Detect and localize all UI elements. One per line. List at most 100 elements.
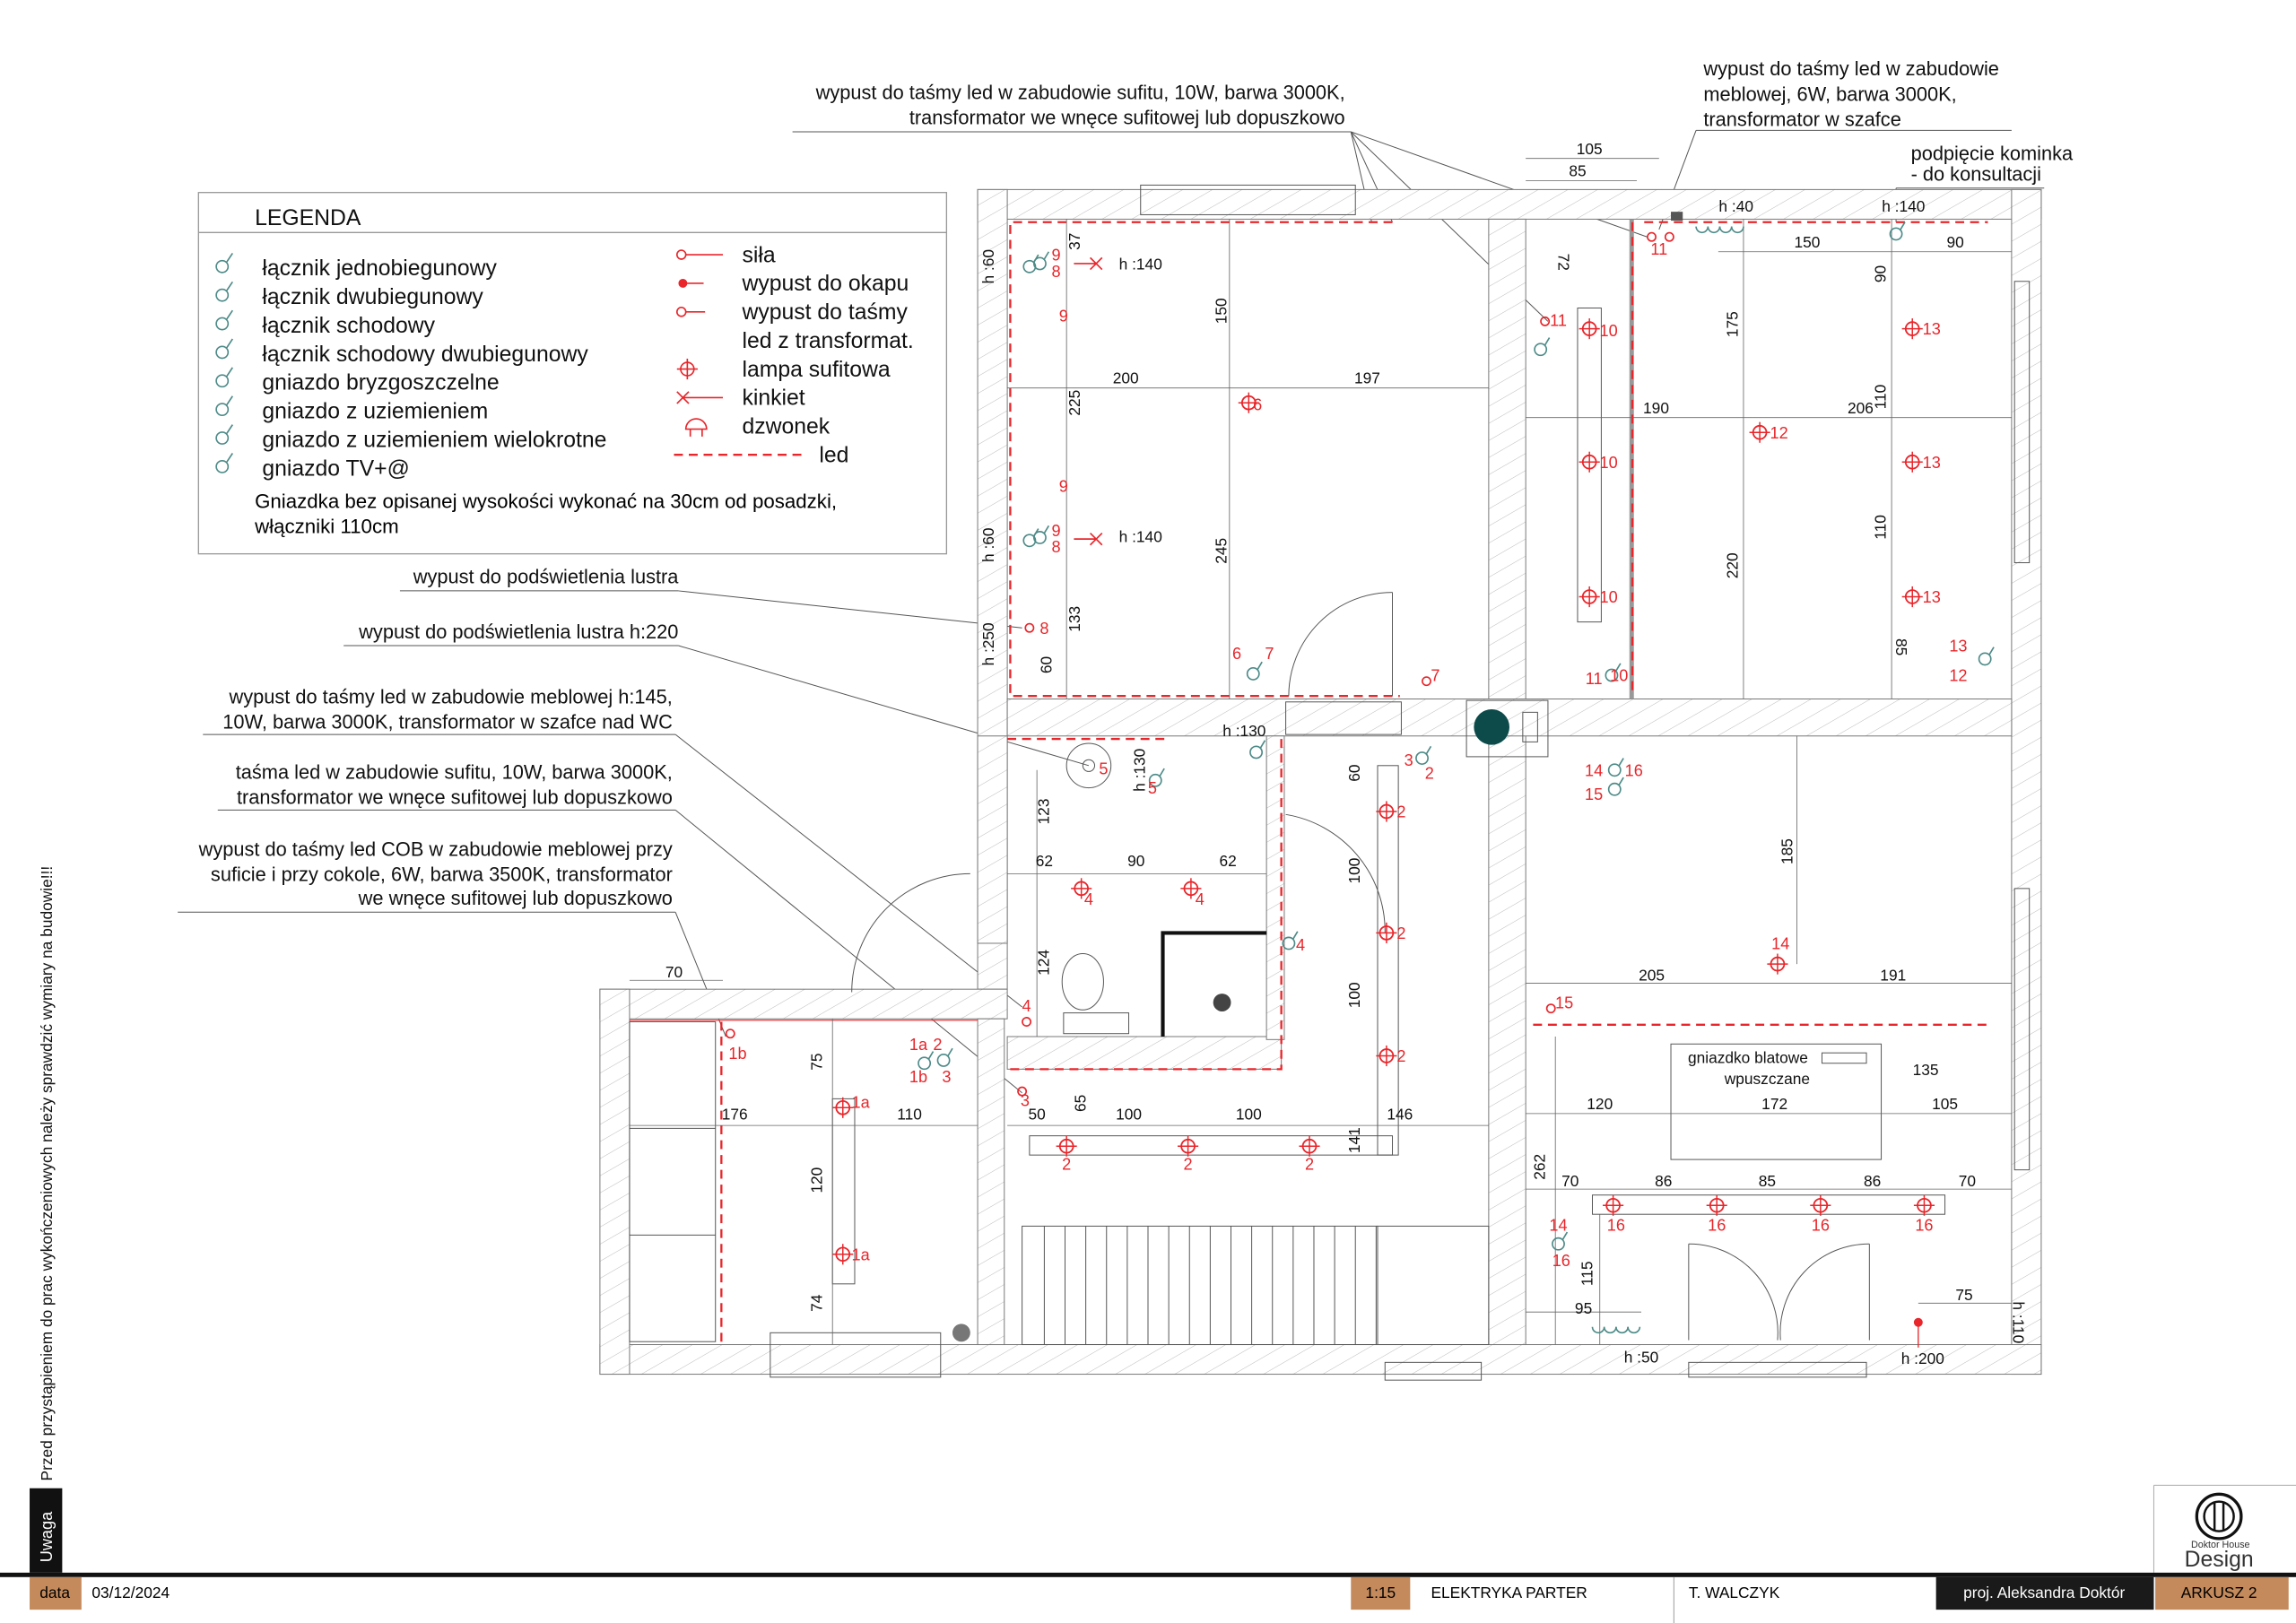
ceiling-lamp-icon	[1180, 878, 1202, 899]
legend-item-label: dzwonek	[742, 415, 830, 439]
shower-head-icon	[1213, 994, 1231, 1011]
legend-item-label: gniazdo z uziemieniem wielokrotne	[262, 428, 606, 452]
dimension-label: 175	[1723, 311, 1741, 337]
annotation-mirror-2: wypust do podświetlenia lustra h:220	[358, 621, 678, 643]
annotation-cob-strip-3: we wnęce sufitowej lub dopuszkowo	[358, 887, 673, 909]
ceiling-lamp-icon	[1376, 922, 1397, 943]
switch-icon	[1033, 525, 1050, 544]
walls	[599, 188, 2042, 1376]
annotation-ceiling-strip-1: taśma led w zabudowie sufitu, 10W, barwa…	[236, 761, 673, 784]
circuit-number-label: 1a	[851, 1093, 870, 1111]
ceiling-lamp-icon	[1706, 1194, 1727, 1216]
switch-icon	[1033, 251, 1050, 271]
dimension-label: 74	[808, 1294, 826, 1312]
dimension-label: 190	[1643, 399, 1669, 417]
circuit-number-label: 16	[1915, 1216, 1933, 1234]
circuit-number-label: 13	[1923, 320, 1941, 338]
led-strip-outlet-icon	[1664, 231, 1674, 242]
warning: Uwaga Przed przystąpieniem do prac wykoń…	[30, 866, 63, 1573]
dimension-label: 150	[1213, 298, 1231, 324]
annotation-fireplace-1: podpięcie kominka	[1911, 142, 2074, 164]
circuit-number-label: 11	[1586, 670, 1603, 688]
circuit-number-label: 8	[1052, 263, 1061, 281]
dimension-label: 85	[1892, 638, 1910, 655]
circuit-number-label: 11	[1550, 311, 1567, 329]
switch-icon	[1415, 745, 1432, 765]
circuit-number-label: 1b	[728, 1045, 746, 1063]
dimension-label: 120	[808, 1167, 826, 1193]
dimension-label: 150	[1795, 233, 1821, 251]
toilet-icon	[1061, 953, 1104, 1011]
dimension-label: 100	[1345, 858, 1363, 884]
dimension-label: 85	[1759, 1172, 1776, 1190]
annotation-cob-strip-2: suficie i przy cokole, 6W, barwa 3500K, …	[211, 864, 673, 886]
window-right-2	[2013, 888, 2031, 1171]
circuit-number-label: 5	[1148, 779, 1157, 797]
circuit-number-label: 16	[1812, 1216, 1830, 1234]
dimension-label: h :140	[1119, 527, 1162, 545]
dimension-label: 123	[1034, 799, 1052, 825]
dimension-label: 206	[1848, 399, 1874, 417]
led-strip-outlet-icon	[675, 307, 706, 317]
switch-icon	[1889, 221, 1906, 241]
circuit-number-label: 13	[1923, 588, 1941, 606]
legend-item-label: łącznik dwubiegunowy	[262, 285, 483, 309]
led-strip-outlet-icon	[1422, 676, 1431, 687]
annotation-top-center-1: wypust do taśmy led w zabudowie sufitu, …	[815, 82, 1345, 104]
logo-small-text: Doktor House	[2191, 1540, 2250, 1550]
circuit-number-label: 4	[1022, 997, 1031, 1015]
legend-item-label: led	[819, 443, 848, 467]
circuit-number-label: 14	[1585, 761, 1603, 779]
circuit-number-label: 9	[1059, 477, 1068, 495]
multi-grounded-socket-icon	[215, 424, 233, 445]
dimension-label: 62	[1036, 852, 1053, 870]
switch-icon	[1552, 1231, 1569, 1251]
led-strip-outlet-icon	[1022, 1017, 1032, 1027]
annotation-wc-strip-2: 10W, barwa 3000K, transformator w szafce…	[222, 711, 673, 733]
multi-grounded-socket-icon	[1591, 1326, 1641, 1334]
annotation-mirror-1: wypust do podświetlenia lustra	[413, 566, 680, 588]
dimension-label: 70	[1959, 1172, 1976, 1190]
led-strip-outlet-icon	[1540, 316, 1551, 326]
multi-grounded-socket-icon	[1695, 226, 1744, 234]
legend-item-label: gniazdo z uziemieniem	[262, 400, 488, 424]
fixtures	[629, 184, 2031, 1381]
dimension-label: 62	[1220, 852, 1237, 870]
circuit-number-label: 16	[1607, 1216, 1625, 1234]
circuit-number-label: 15	[1555, 994, 1573, 1012]
dimension-label: 124	[1034, 950, 1052, 976]
ceiling-lamp-icon	[1178, 1135, 1199, 1157]
annotations: wypust do taśmy led w zabudowie sufitu, …	[178, 57, 2074, 1094]
dimension-label: 90	[1127, 852, 1144, 870]
circuit-number-label: 15	[1585, 785, 1603, 803]
switch-icon	[1978, 647, 1995, 666]
ceiling-lamp-icon	[1071, 878, 1092, 899]
circuit-number-label: 1a	[851, 1245, 870, 1263]
dimension-label: 105	[1932, 1095, 1958, 1113]
wall-lamp-icon	[676, 391, 723, 404]
ceiling-lamp-icon	[1767, 953, 1788, 975]
window-right-1	[2013, 281, 2031, 564]
legend-item-label: łącznik schodowy	[262, 314, 435, 338]
switch-icon	[1148, 768, 1165, 787]
dimension-label: 85	[1569, 162, 1586, 180]
circuit-number-label: 14	[1771, 935, 1789, 953]
ceiling-lamp-icon	[1810, 1194, 1831, 1216]
ceiling-lamp-icon	[1578, 451, 1600, 473]
ceiling-lamp-icon	[676, 358, 698, 380]
circuit-number-label: 2	[1396, 924, 1405, 942]
terrace-door	[1688, 1361, 1867, 1378]
switch-icon	[1246, 661, 1263, 681]
switch-icon	[1249, 740, 1266, 759]
dimension-label: h :250	[979, 622, 997, 665]
circuit-number-label: 7	[1265, 645, 1274, 663]
ceiling-lamp-icon	[1901, 451, 1923, 473]
dimension-label: 37	[1065, 233, 1083, 250]
dimension-label: 100	[1236, 1106, 1262, 1124]
dimension-label: h :60	[979, 527, 997, 562]
dimension-lines	[629, 158, 2012, 1345]
legend-item-label: gniazdo bryzgoszczelne	[262, 371, 499, 395]
ceiling-lamp-icon	[832, 1097, 854, 1118]
